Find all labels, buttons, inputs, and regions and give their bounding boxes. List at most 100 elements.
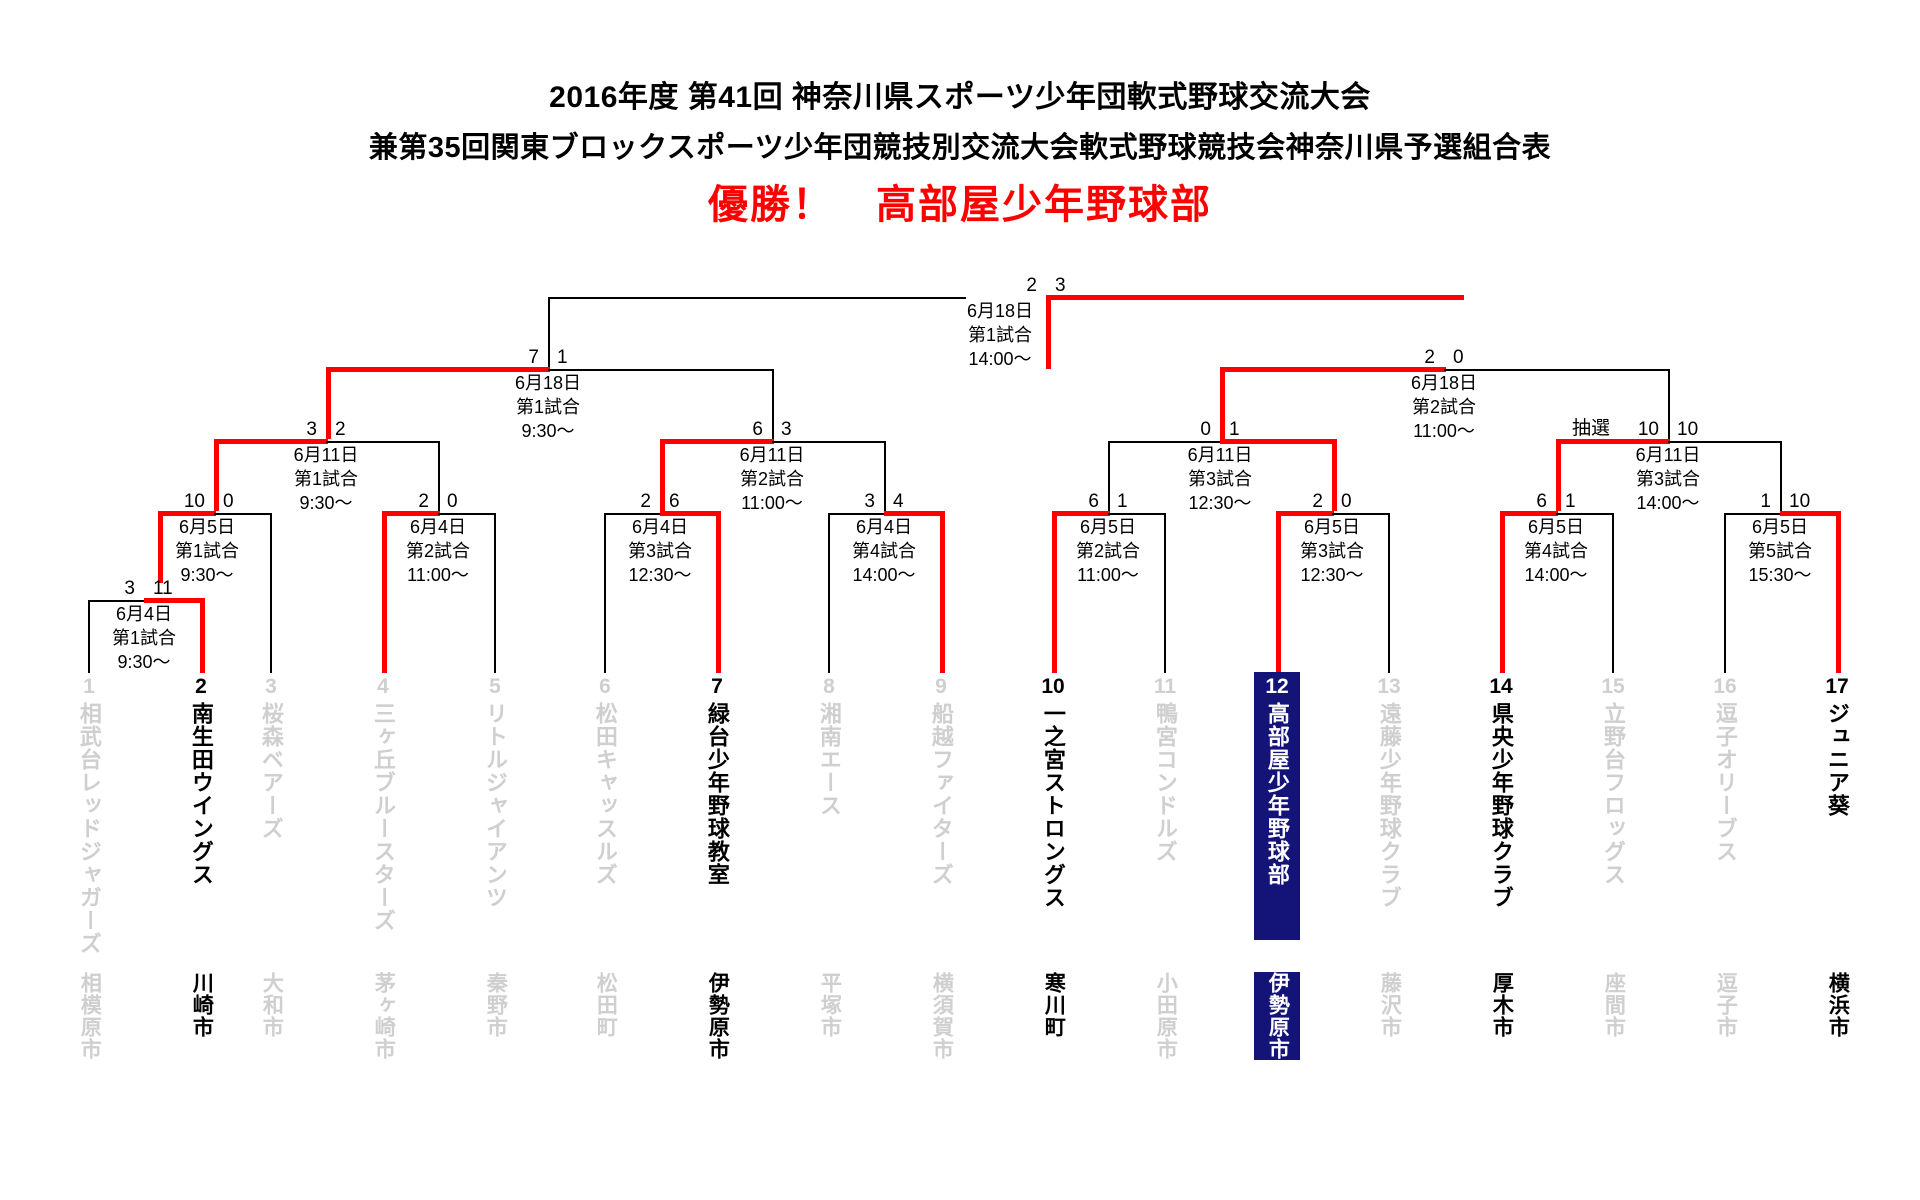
stem-team4 — [382, 583, 387, 673]
final-line-right — [1046, 295, 1464, 300]
final-line-left — [548, 297, 966, 299]
r2m7-date: 6月5日 — [1527, 517, 1585, 537]
r2m7-info: 6月5日 第4試合 14:00～ — [1524, 516, 1588, 588]
team-column-5[interactable]: 5 リトルジャイアンツ — [472, 672, 518, 909]
sf-right-line-right — [1444, 369, 1670, 371]
r2m2-game: 第2試合 — [405, 540, 471, 561]
r3m4-time: 14:00～ — [1636, 492, 1700, 513]
stem-team5 — [494, 585, 496, 673]
r2m6-stem-loser — [1388, 513, 1390, 585]
team-seed-number: 3 — [265, 675, 277, 698]
r3m3-stem-winner — [1332, 439, 1337, 511]
final-stem-runnerup — [548, 297, 550, 371]
sf-right-line-left — [1220, 367, 1446, 372]
team-city: 横浜市 — [1826, 972, 1850, 1038]
r2m3-stem-winner — [716, 511, 721, 583]
r2m7-game: 第4試合 — [1523, 540, 1589, 561]
stem-team9 — [940, 583, 945, 673]
team-seed-number: 1 — [83, 675, 95, 698]
team-city: 伊勢原市 — [1266, 972, 1290, 1060]
r1m1-score-right: 11 — [153, 578, 173, 599]
team-seed-number: 12 — [1265, 675, 1289, 698]
r3m3-line-left — [1108, 441, 1222, 443]
r2m3-time: 12:30～ — [628, 564, 692, 585]
r2m8-date: 6月5日 — [1751, 517, 1809, 537]
team-name: 鴨宮コンドルズ — [1152, 702, 1178, 864]
team-name: 船越ファイターズ — [928, 702, 954, 887]
sf-left-line-right — [548, 369, 774, 371]
r3m3-date: 6月11日 — [1187, 445, 1253, 465]
team-column-12[interactable]: 12 高部屋少年野球部 — [1254, 672, 1300, 940]
r2m1-stem-winner — [158, 511, 163, 583]
r2m5-score-left: 6 — [1088, 491, 1099, 512]
r3m2-info: 6月11日 第2試合 11:00～ — [740, 444, 805, 516]
team-column-1[interactable]: 1 相武台レッドジャガーズ — [66, 672, 112, 955]
r3m2-stem-winner — [660, 439, 665, 511]
r2m6-line-left — [1276, 511, 1334, 516]
team-name: 三ヶ丘ブルースターズ — [370, 702, 396, 933]
r2m4-info: 6月4日 第4試合 14:00～ — [852, 516, 916, 588]
r2m4-line-right — [884, 511, 942, 516]
r3m2-score-left: 6 — [752, 419, 763, 440]
team-city: 厚木市 — [1490, 972, 1514, 1038]
r3m4-note-chusen: 抽選 — [1571, 418, 1610, 439]
team-seed-number: 2 — [195, 675, 207, 698]
r1m1-line-right — [144, 598, 202, 603]
sf-left-score-left: 7 — [528, 347, 539, 368]
final-time: 14:00～ — [968, 348, 1032, 369]
team-city: 小田原市 — [1154, 972, 1178, 1060]
team-city: 寒川町 — [1042, 972, 1066, 1038]
team-city: 逗子市 — [1714, 972, 1738, 1038]
team-seed-number: 9 — [935, 675, 947, 698]
sf-left-score-right: 1 — [557, 347, 568, 368]
team-seed-number: 16 — [1713, 675, 1737, 698]
team-seed-number: 8 — [823, 675, 835, 698]
r3m2-stem-loser — [884, 441, 886, 513]
r2m6-score-left: 2 — [1312, 491, 1323, 512]
stem-team2 — [200, 598, 205, 673]
team-column-9[interactable]: 9 船越ファイターズ — [918, 672, 964, 886]
team-name: リトルジャイアンツ — [482, 702, 508, 910]
team-city-column-12: 伊勢原市 — [1254, 972, 1300, 1060]
r1m1-time: 9:30～ — [117, 651, 171, 672]
sf-right-game: 第2試合 — [1411, 396, 1477, 417]
r2m8-game: 第5試合 — [1747, 540, 1813, 561]
sf-left-stem-winner — [326, 367, 331, 439]
champion-banner: 優勝！ 高部屋少年野球部 — [708, 183, 1212, 227]
r3m4-score-right: 10 — [1677, 419, 1699, 440]
r2m4-date: 6月4日 — [855, 517, 913, 537]
team-city: 相模原市 — [78, 972, 102, 1060]
stem-team13 — [1388, 585, 1390, 673]
team-city-column-17: 横浜市 — [1814, 972, 1860, 1038]
stem-team11 — [1164, 585, 1166, 673]
team-city-column-6: 松田町 — [582, 972, 628, 1038]
team-seed-number: 5 — [489, 675, 501, 698]
team-name: 相武台レッドジャガーズ — [76, 702, 102, 956]
team-city-column-16: 逗子市 — [1702, 972, 1748, 1038]
team-name: 高部屋少年野球部 — [1264, 702, 1290, 887]
final-info: 6月18日 第1試合 14:00～ — [967, 300, 1033, 372]
team-city-column-15: 座間市 — [1590, 972, 1636, 1038]
r2m5-info: 6月5日 第2試合 11:00～ — [1076, 516, 1140, 588]
r2m7-score-left: 6 — [1536, 491, 1547, 512]
r2m1-stem-loser — [270, 513, 272, 585]
r2m1-score-right: 0 — [223, 491, 234, 512]
r2m5-time: 11:00～ — [1077, 564, 1139, 585]
r3m2-date: 6月11日 — [739, 445, 805, 465]
sf-right-info: 6月18日 第2試合 11:00～ — [1411, 372, 1477, 444]
r3m1-score-left: 3 — [306, 419, 317, 440]
r3m3-score-right: 1 — [1229, 419, 1240, 440]
